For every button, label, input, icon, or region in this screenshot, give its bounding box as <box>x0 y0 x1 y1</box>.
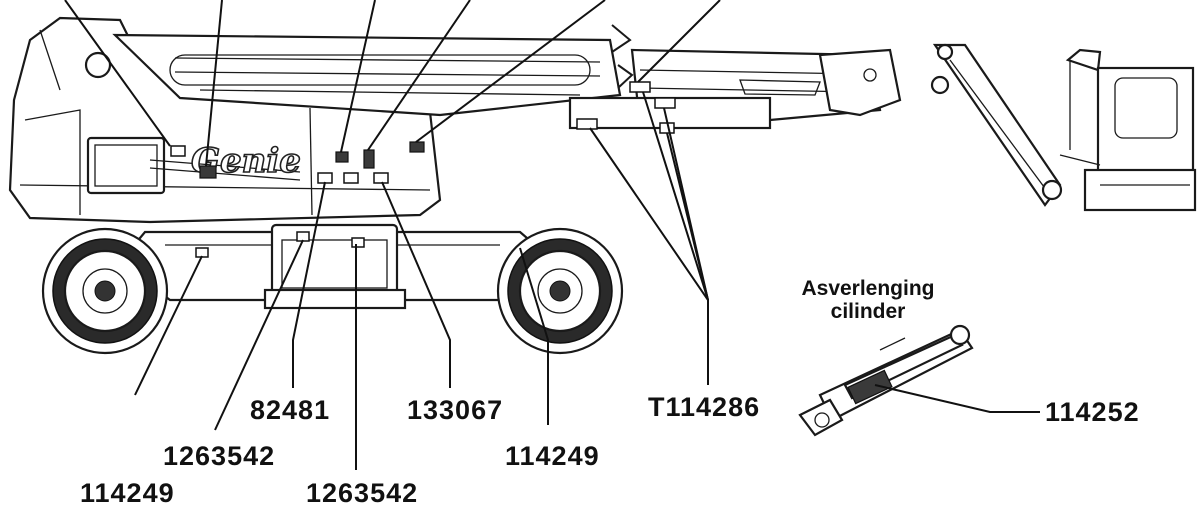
platform-basket <box>1059 48 1197 212</box>
left-wheel <box>41 227 169 355</box>
main-boom <box>112 24 950 130</box>
callout-114252: 114252 <box>1045 397 1140 427</box>
right-wheel <box>496 227 624 355</box>
decal-markers <box>170 81 676 258</box>
cylinder-caption-line1: Asverlenging <box>801 277 934 300</box>
callout-114249-right: 114249 <box>505 441 600 471</box>
cylinder-caption-line2: cilinder <box>831 300 906 323</box>
bottom-leader-lines <box>134 91 709 470</box>
callout-82481: 82481 <box>250 395 330 425</box>
callout-1263542-mid: 1263542 <box>163 441 275 471</box>
jib-arm <box>932 43 1063 207</box>
callout-133067: 133067 <box>407 395 503 425</box>
chassis <box>118 223 557 310</box>
callout-1263542-center: 1263542 <box>306 478 418 507</box>
top-leader-lines <box>64 0 721 167</box>
extension-cylinder <box>798 324 1040 437</box>
turntable-body <box>8 16 442 224</box>
callout-T114286: T114286 <box>648 392 760 422</box>
callout-114249-left: 114249 <box>80 478 175 507</box>
